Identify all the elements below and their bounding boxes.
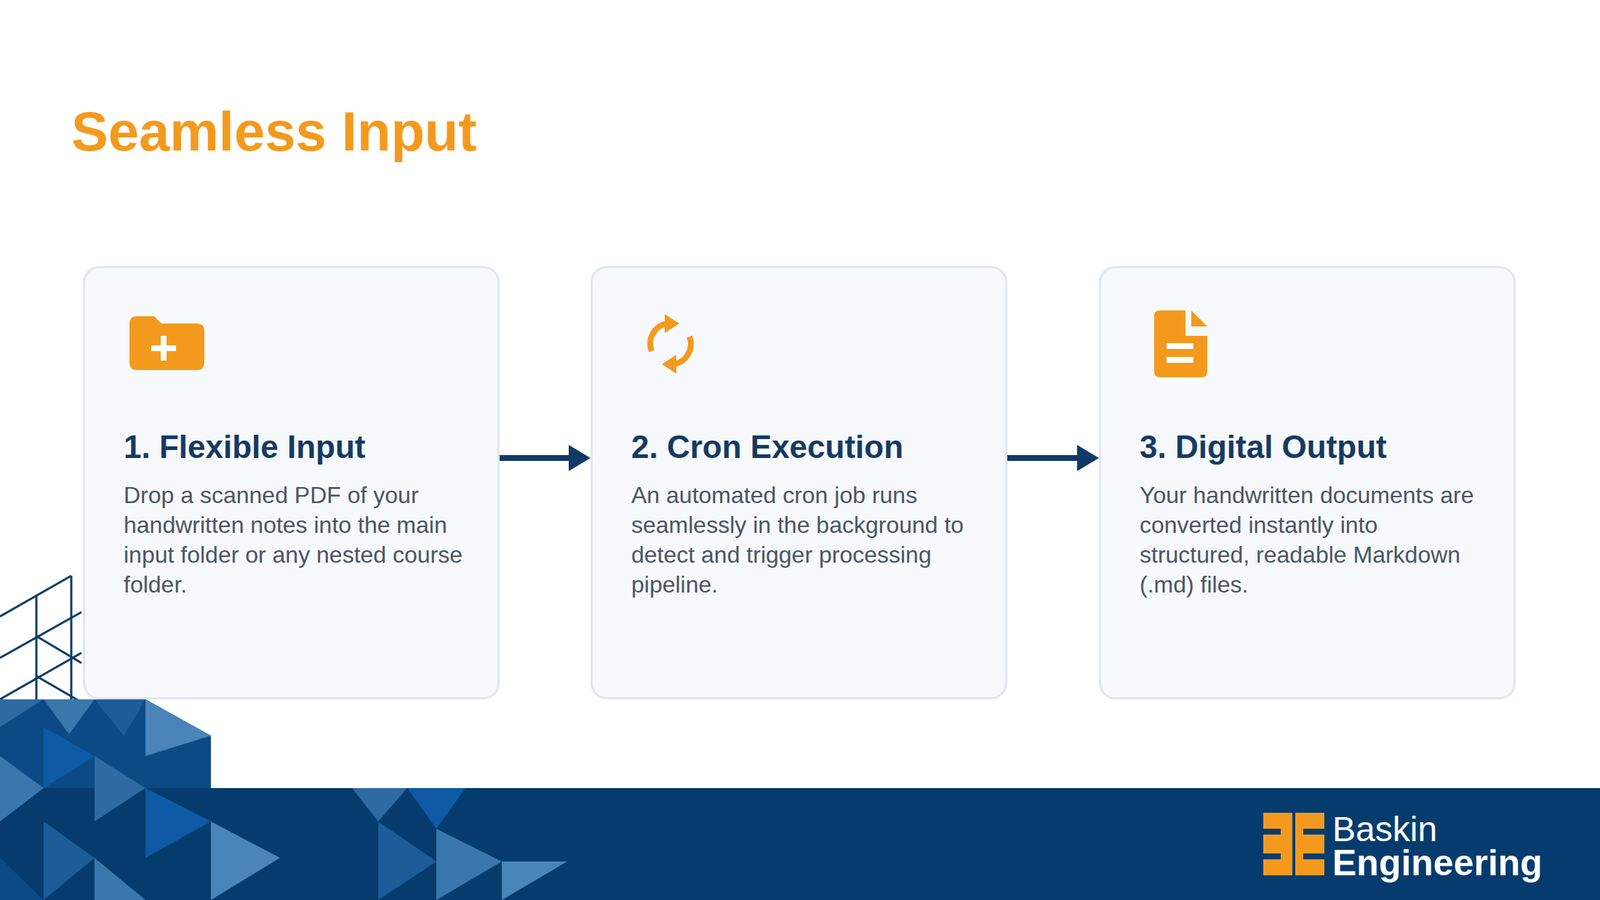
logo-word-bold: Engineering — [1332, 845, 1543, 882]
pattern-triangle — [145, 699, 211, 757]
footer-band — [0, 788, 1600, 900]
logo-word: Baskin — [1332, 812, 1438, 848]
pattern-triangle — [501, 861, 568, 900]
step-card: 2. Cron Execution An automated cron job r… — [590, 266, 1008, 700]
pattern-triangle — [0, 756, 44, 822]
pattern-triangle — [94, 858, 146, 900]
arrow-head — [1077, 445, 1099, 472]
pattern-triangle — [210, 821, 280, 900]
step-description: An automated cron job runs seamlessly in… — [631, 480, 981, 600]
pattern-triangle — [0, 858, 44, 900]
flow-arrow — [499, 445, 591, 472]
pattern-triangle — [407, 788, 466, 830]
step-description: Your handwritten documents are converted… — [1139, 480, 1489, 600]
pattern-triangle — [0, 699, 44, 728]
arrow-head — [568, 445, 591, 472]
triangle-pattern — [0, 699, 1600, 900]
step-heading: 2. Cron Execution — [631, 431, 904, 464]
step-heading: 3. Digital Output — [1139, 431, 1387, 464]
arrow-line — [499, 455, 571, 462]
pattern-triangle — [352, 788, 408, 822]
flow-arrow — [1007, 445, 1099, 472]
pattern-triangle — [94, 699, 146, 736]
pattern-triangle — [436, 829, 502, 900]
step-card: 1. Flexible InputDrop a scanned PDF of y… — [82, 266, 500, 700]
step-description: Drop a scanned PDF of your handwritten n… — [123, 480, 473, 600]
logo-mark — [1263, 813, 1325, 876]
step-card: 3. Digital OutputYour handwritten docume… — [1098, 266, 1516, 700]
slide-title: Seamless Input — [71, 104, 478, 160]
arrow-line — [1007, 455, 1079, 462]
pattern-triangle — [43, 699, 95, 735]
step-heading: 1. Flexible Input — [123, 431, 366, 464]
pattern-triangle — [378, 821, 437, 900]
pattern-triangle — [94, 756, 146, 822]
pattern-triangle — [145, 788, 211, 859]
pattern-triangle — [43, 727, 95, 789]
pattern-triangle — [43, 821, 95, 900]
